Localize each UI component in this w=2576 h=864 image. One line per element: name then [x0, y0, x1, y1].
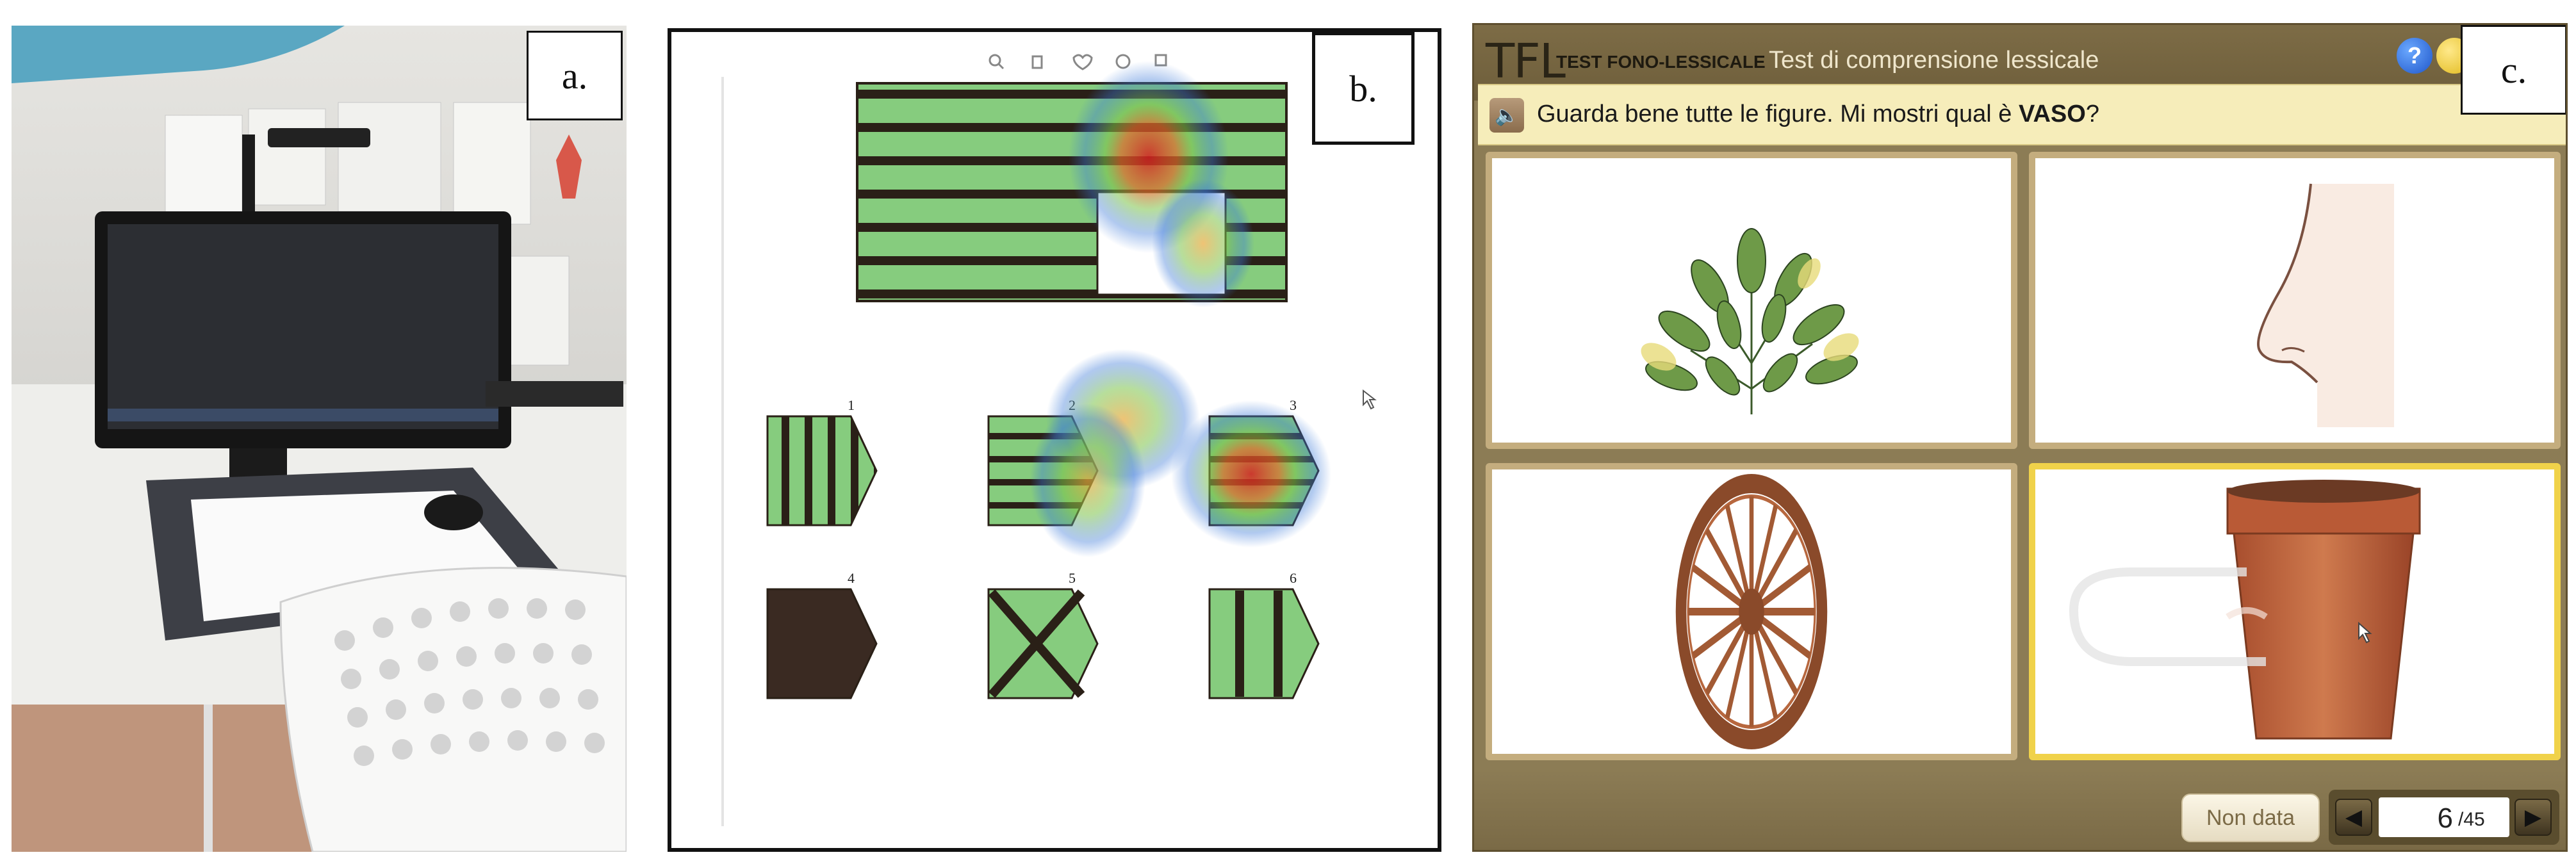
chair	[279, 567, 627, 852]
page-total: /45	[2458, 809, 2485, 830]
speaker-icon[interactable]: 🔈	[1489, 98, 1524, 133]
eye-tracking-heatmap-panel: 1 2 3 4 5 6 b.	[668, 28, 1441, 852]
pager: ◀ 6 /45 ▶	[2329, 790, 2559, 845]
mouse	[424, 494, 483, 530]
choice-number: 5	[1069, 570, 1076, 586]
picture-card-nose[interactable]	[2029, 152, 2561, 449]
previous-button[interactable]: ◀	[2335, 799, 2372, 836]
choice-number: 1	[848, 397, 855, 413]
instruction-bar: 🔈 Guarda bene tutte le figure. Mi mostri…	[1478, 84, 2566, 145]
picture-card-wheel[interactable]	[1486, 463, 2017, 760]
instruction-text: Guarda bene tutte le figure. Mi mostri q…	[1537, 101, 2099, 127]
panel-label-b: b.	[1312, 32, 1415, 145]
not-given-button[interactable]: Non data	[2181, 794, 2320, 842]
tfl-app-window: TFL TEST FONO-LESSICALE Test di comprens…	[1472, 23, 2568, 852]
app-title: Test di comprensione lessicale	[1769, 47, 2099, 74]
choice-number: 6	[1290, 570, 1297, 586]
app-logo: TFL	[1486, 34, 1566, 89]
gesture-trail	[2069, 567, 2266, 666]
app-footer: Non data ◀ 6 /45 ▶	[1474, 769, 2566, 850]
lamp-arm	[242, 134, 255, 224]
app-brand: TEST FONO-LESSICALE	[1556, 52, 1766, 72]
picture-card-vase[interactable]	[2029, 463, 2561, 760]
next-button[interactable]: ▶	[2514, 799, 2552, 836]
wall-drawing	[453, 102, 531, 225]
wall-drawing	[338, 102, 441, 212]
wheel-icon	[1675, 474, 1828, 749]
wall-drawing	[165, 115, 243, 218]
hand-cursor-icon	[2358, 621, 2372, 644]
help-button[interactable]: ?	[2397, 38, 2432, 74]
choice-4	[766, 588, 878, 699]
child-drawing-figure	[556, 134, 582, 199]
panel-label-a: a.	[527, 31, 623, 120]
stimulus-page: 1 2 3 4 5 6	[721, 54, 1377, 826]
page-current: 6	[2437, 803, 2453, 834]
choice-1	[766, 415, 878, 526]
keyboard	[486, 381, 623, 407]
nose-icon	[2257, 183, 2394, 427]
plant-icon	[1641, 228, 1859, 414]
target-word: VASO	[2018, 101, 2086, 127]
blue-wall-stripe	[12, 26, 345, 83]
page-indicator: 6 /45	[2379, 797, 2509, 837]
desk-leg	[204, 705, 213, 852]
monitor-screen	[108, 224, 498, 429]
panel-label-c: c.	[2461, 25, 2566, 115]
gaze-heatmap	[1030, 61, 1331, 557]
overhead-camera	[268, 128, 370, 147]
picture-card-plant[interactable]	[1486, 152, 2017, 449]
lab-setup-photo: a.	[12, 26, 627, 852]
taskbar	[108, 409, 498, 421]
choice-6	[1208, 588, 1320, 699]
vase-icon	[2069, 480, 2421, 740]
wall-drawing	[248, 108, 326, 206]
cursor-icon	[1363, 389, 1377, 410]
photo-scene	[12, 26, 627, 852]
choice-number: 4	[848, 570, 855, 586]
choice-5	[987, 588, 1099, 699]
choice-number: 3	[1290, 397, 1297, 413]
